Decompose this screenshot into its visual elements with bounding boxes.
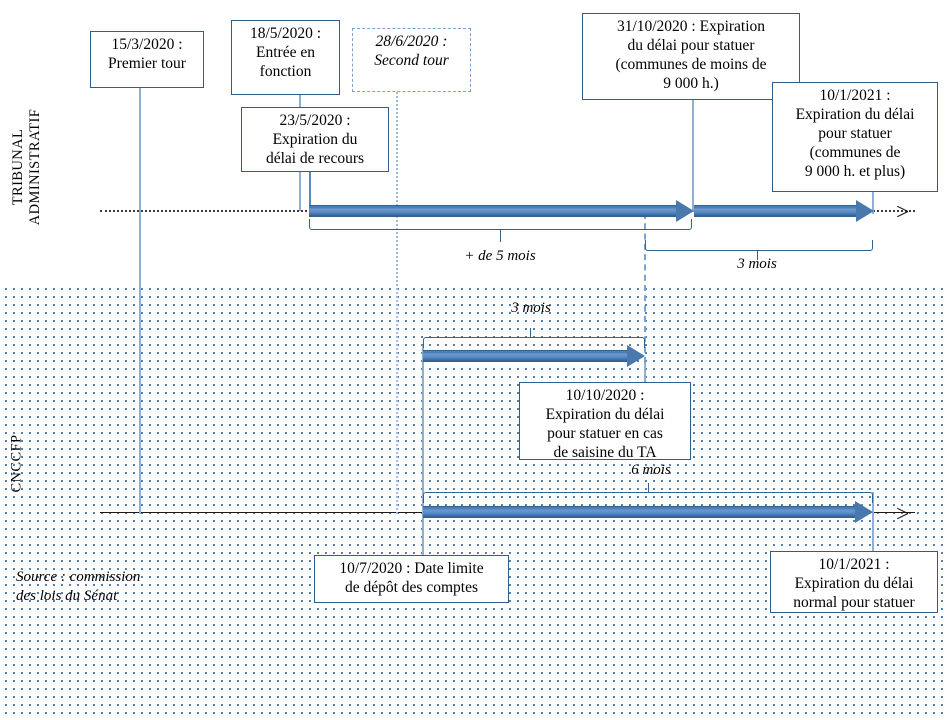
event-label-line3: (communes de bbox=[809, 143, 901, 161]
duration-arrow-ta-moins-9000 bbox=[309, 200, 694, 222]
event-label-line2: pour statuer bbox=[818, 124, 892, 142]
event-box-premier-tour[interactable]: 15/3/2020 : Premier tour bbox=[90, 31, 204, 88]
event-label-line2: du délai pour statuer bbox=[627, 36, 755, 54]
bracket-3-mois-cnccfp bbox=[423, 337, 645, 348]
duration-arrow-cnccfp-normal bbox=[423, 501, 873, 523]
event-label-line3: de saisine du TA bbox=[553, 443, 657, 461]
event-label-line4: 9 000 h.) bbox=[663, 74, 719, 92]
bracket-3-mois-ta bbox=[645, 240, 873, 251]
lane-label-line2: ADMINISTRATIF bbox=[27, 108, 43, 226]
event-label-line3: (communes de moins de bbox=[615, 55, 767, 73]
duration-label-6-mois: 6 mois bbox=[631, 462, 671, 478]
event-label-line2: normal pour statuer bbox=[793, 593, 915, 611]
duration-arrow-ta-plus-9000 bbox=[694, 200, 874, 222]
bracket-tick-plus-de-5-mois bbox=[500, 230, 501, 242]
event-date: 28/6/2020 : bbox=[375, 33, 448, 50]
event-label-line4: 9 000 h. et plus) bbox=[804, 162, 906, 180]
lane-label-line1: CNCCFP bbox=[8, 434, 25, 493]
event-box-date-limite-comptes[interactable]: 10/7/2020 : Date limite de dépôt des com… bbox=[314, 555, 509, 603]
leader-line-date-limite-comptes bbox=[422, 345, 424, 555]
bracket-tick-3-mois-ta bbox=[757, 251, 758, 260]
event-label-line1: Expiration du délai bbox=[795, 105, 915, 123]
event-label-line1: Expiration du bbox=[272, 130, 358, 148]
leader-line-second-tour bbox=[396, 92, 398, 514]
event-label-line1: 31/10/2020 : Expiration bbox=[616, 18, 766, 35]
event-box-expiration-normal[interactable]: 10/1/2021 : Expiration du délai normal p… bbox=[770, 551, 938, 613]
event-date: 10/10/2020 : bbox=[565, 387, 645, 404]
lane-label-line1: TRIBUNAL bbox=[10, 128, 26, 206]
source-note: Source : commission des lois du Sénat bbox=[16, 568, 216, 606]
event-label-line1: Expiration du délai bbox=[794, 574, 914, 592]
event-label-line1: 10/7/2020 : Date limite bbox=[339, 560, 484, 577]
arrow-head bbox=[676, 200, 694, 222]
bracket-tick-6-mois bbox=[648, 483, 649, 493]
event-box-expiration-plus-9000[interactable]: 10/1/2021 : Expiration du délai pour sta… bbox=[772, 82, 938, 192]
arrow-head bbox=[856, 200, 874, 222]
event-box-second-tour[interactable]: 28/6/2020 : Second tour bbox=[352, 28, 471, 92]
link-line-saisine-ta bbox=[644, 213, 646, 363]
event-label-line2: délai de recours bbox=[265, 149, 365, 167]
arrow-shaft bbox=[694, 205, 857, 217]
bracket-plus-de-5-mois bbox=[309, 219, 692, 230]
duration-label-3-mois-ta: 3 mois bbox=[737, 256, 777, 272]
source-note-line1: Source : commission bbox=[16, 569, 141, 585]
event-label-line2: de dépôt des comptes bbox=[344, 578, 478, 596]
arrow-shaft bbox=[309, 205, 677, 217]
event-date: 10/1/2021 : bbox=[819, 87, 891, 104]
event-box-expiration-saisine-ta[interactable]: 10/10/2020 : Expiration du délai pour st… bbox=[519, 382, 691, 461]
arrow-shaft bbox=[423, 350, 628, 362]
event-label-line1: Entrée en bbox=[256, 43, 315, 61]
arrow-head bbox=[855, 501, 873, 523]
arrow-shaft bbox=[423, 506, 856, 518]
leader-line-premier-tour bbox=[139, 88, 141, 514]
duration-arrow-cnccfp-saisine-ta bbox=[423, 345, 645, 367]
event-label: Premier tour bbox=[108, 54, 186, 72]
event-label-line2: pour statuer en cas bbox=[547, 424, 663, 442]
leader-line-expiration-recours bbox=[309, 172, 311, 212]
lane-label-cnccfp: CNCCFP bbox=[9, 419, 26, 509]
event-date: 10/1/2021 : bbox=[818, 556, 890, 573]
lane-label-tribunal-administratif: TRIBUNAL ADMINISTRATIF bbox=[10, 102, 44, 232]
event-date: 15/3/2020 : bbox=[111, 36, 183, 53]
event-label-line1: Expiration du délai bbox=[545, 405, 665, 423]
arrow-head bbox=[627, 345, 645, 367]
event-label: Second tour bbox=[374, 51, 449, 69]
event-box-entree-en-fonction[interactable]: 18/5/2020 : Entrée en fonction bbox=[231, 20, 340, 95]
event-date: 23/5/2020 : bbox=[279, 112, 351, 129]
leader-line-expiration-moins-9000 bbox=[692, 100, 694, 212]
event-date: 18/5/2020 : bbox=[249, 25, 322, 42]
bracket-tick-3-mois-cnccfp bbox=[530, 328, 531, 338]
duration-label-3-mois-cnccfp: 3 mois bbox=[511, 300, 551, 316]
event-box-expiration-moins-9000[interactable]: 31/10/2020 : Expiration du délai pour st… bbox=[582, 13, 800, 100]
leader-line-expiration-saisine bbox=[644, 360, 646, 382]
duration-label-plus-de-5-mois: + de 5 mois bbox=[464, 248, 536, 264]
event-label-line2: fonction bbox=[259, 62, 312, 80]
leader-line-expiration-normal bbox=[872, 492, 874, 552]
event-box-expiration-delai-recours[interactable]: 23/5/2020 : Expiration du délai de recou… bbox=[241, 107, 389, 172]
bracket-6-mois bbox=[423, 492, 873, 503]
source-note-line2: des lois du Sénat bbox=[16, 587, 118, 604]
